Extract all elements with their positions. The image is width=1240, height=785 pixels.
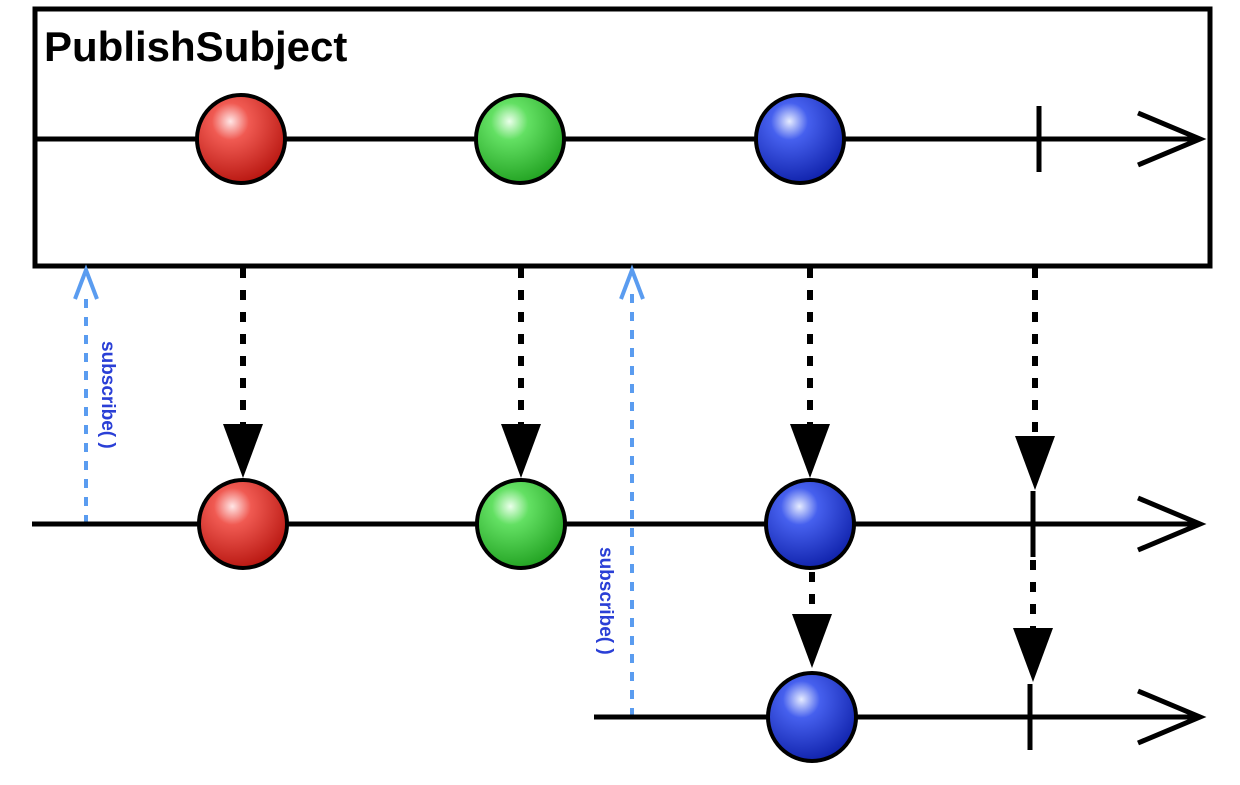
subscriber-1-timeline <box>32 478 1207 570</box>
subscribe-arrow-2: subscribe( ) <box>595 264 645 717</box>
subscribe-label-2: subscribe( ) <box>595 547 616 655</box>
subscriber-1-marble-red <box>197 478 289 570</box>
emission-arrow-complete-2 <box>1013 560 1053 682</box>
subscriber-2-marble-blue <box>766 671 858 763</box>
emission-arrow-blue-2 <box>792 572 832 668</box>
subscriber-1-marble-green <box>475 478 567 570</box>
subscriber-2-timeline <box>594 671 1207 763</box>
emission-arrow-green <box>501 268 541 478</box>
subscriber-1-arrowhead <box>1137 495 1207 553</box>
emission-arrow-blue <box>790 268 830 478</box>
emission-arrows-row1 <box>223 268 1055 490</box>
title: PublishSubject <box>44 23 347 70</box>
subscribe-label-1: subscribe( ) <box>97 341 118 449</box>
source-marble-green <box>474 93 566 185</box>
subscriber-1-marble-blue <box>764 478 856 570</box>
subscribe-arrow-1: subscribe( ) <box>73 264 118 524</box>
source-marble-red <box>195 93 287 185</box>
source-marble-blue <box>754 93 846 185</box>
subscriber-2-arrowhead <box>1137 688 1207 746</box>
publishsubject-box: PublishSubject <box>32 6 1213 269</box>
emission-arrows-row2 <box>792 560 1053 682</box>
emission-arrow-complete <box>1015 268 1055 490</box>
source-timeline-arrowhead <box>1137 110 1207 168</box>
emission-arrow-red <box>223 268 263 478</box>
